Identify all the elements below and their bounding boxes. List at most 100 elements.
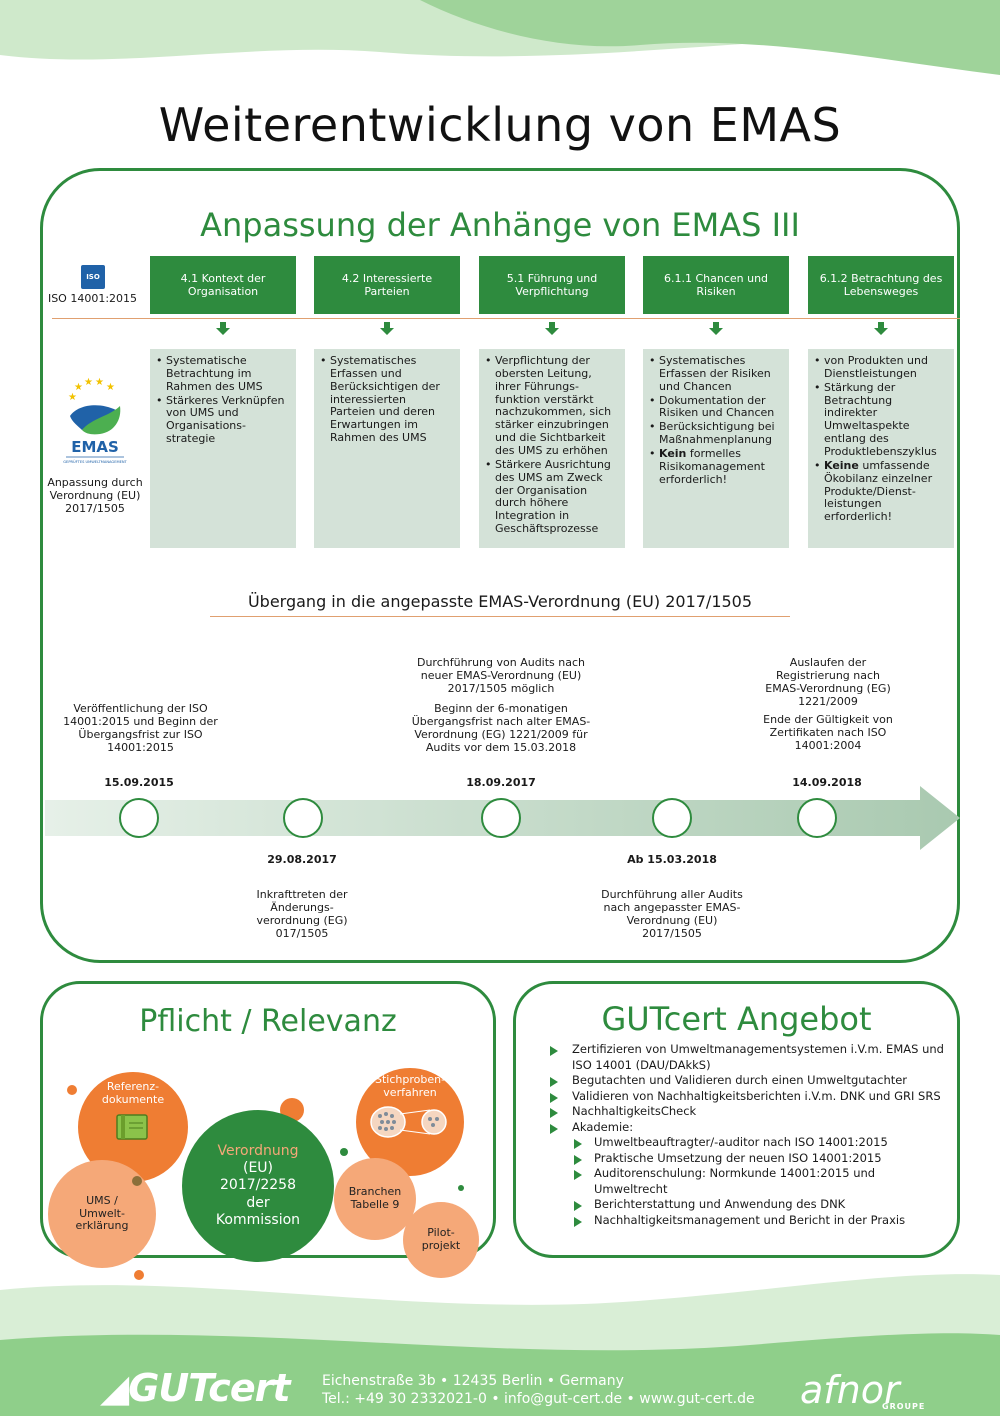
milestone-marker bbox=[652, 798, 692, 838]
arrow-down-icon bbox=[216, 322, 230, 335]
emas-adaptation-label: Anpassung durch Verordnung (EU) 2017/150… bbox=[47, 476, 143, 516]
list-item: Stärkere Ausrichtung des UMS am Zweck de… bbox=[483, 458, 619, 536]
gutcert-logo-mark: ◢ bbox=[100, 1366, 129, 1410]
decorative-dot bbox=[458, 1185, 464, 1191]
offer-title: GUTcert Angebot bbox=[601, 1000, 872, 1038]
milestone-date-aug-2017: 29.08.2017 bbox=[267, 853, 337, 866]
milestone-text-2017-b: Beginn der 6-monatigen Übergangsfrist na… bbox=[411, 702, 591, 754]
sampling-icon bbox=[370, 1105, 447, 1138]
list-item: Kein formelles Risikomanagement erforder… bbox=[647, 447, 783, 487]
bubble-label: Stichproben-verfahren bbox=[374, 1073, 446, 1099]
bubble-pilot: Pilot-projekt bbox=[403, 1202, 479, 1278]
offer-sub-item: Berichterstattung und Anwendung des DNK bbox=[548, 1197, 948, 1213]
regulation-label-first: Verordnung bbox=[217, 1143, 299, 1160]
list-item: Verpflichtung der obersten Leitung, ihre… bbox=[483, 354, 619, 458]
list-item: Stärkung der Betrachtung indirekter Umwe… bbox=[812, 381, 948, 459]
afnor-logo: afnor bbox=[800, 1368, 900, 1412]
regulation-label-rest: (EU) 2017/2258 der Kommission bbox=[215, 1160, 301, 1228]
offer-item: Akademie: bbox=[548, 1120, 948, 1136]
arrow-down-icon bbox=[874, 322, 888, 335]
offer-list: Zertifizieren von Umweltmanagementsystem… bbox=[548, 1042, 948, 1228]
bubble-branches: Branchen Tabelle 9 bbox=[334, 1158, 416, 1240]
list-item-text: umfassende Ökobilanz einzelner Produkte/… bbox=[824, 458, 933, 524]
topic-header-leadership: 5.1 Führung und Verpflichtung bbox=[479, 256, 625, 314]
list-item: Systematisches Erfassen und Berücksichti… bbox=[318, 354, 454, 445]
decorative-dot bbox=[134, 1270, 144, 1280]
offer-sub-item: Nachhaltigkeitsmanagement und Bericht in… bbox=[548, 1213, 948, 1229]
offer-sub-item: Umweltbeauftragter/-auditor nach ISO 140… bbox=[548, 1135, 948, 1151]
offer-sub-item: Auditorenschulung: Normkunde 14001:2015 … bbox=[548, 1166, 948, 1197]
iso-logo: ISO bbox=[81, 265, 105, 289]
milestone-text-2018-b: Ende der Gültigkeit von Zertifikaten nac… bbox=[763, 713, 893, 752]
svg-text:★: ★ bbox=[95, 377, 104, 388]
decorative-dot bbox=[132, 1176, 142, 1186]
topic-detail-lifecycle: von Produkten und Dienstleistungen Stärk… bbox=[808, 349, 954, 548]
gutcert-logo: ◢GUTcert bbox=[100, 1366, 291, 1410]
milestone-marker bbox=[119, 798, 159, 838]
topic-header-context: 4.1 Kontext der Organisation bbox=[150, 256, 296, 314]
emas-logo-subtext: GEPRÜFTES UMWELTMANAGEMENT bbox=[63, 459, 127, 464]
bubble-label: Pilot-projekt bbox=[421, 1226, 461, 1252]
page-title: Weiterentwicklung von EMAS bbox=[158, 98, 842, 152]
separator-line bbox=[52, 318, 960, 319]
bubble-label: Referenz-dokumente bbox=[101, 1080, 165, 1106]
list-item: Systematische Betrachtung im Rahmen des … bbox=[154, 354, 290, 394]
contact-line[interactable]: Tel.: +49 30 2332021-0 • info@gut-cert.d… bbox=[322, 1391, 755, 1408]
topic-detail-leadership: Verpflichtung der obersten Leitung, ihre… bbox=[479, 349, 625, 548]
milestone-marker bbox=[481, 798, 521, 838]
address-line: Eichenstraße 3b • 12435 Berlin • Germany bbox=[322, 1373, 624, 1389]
list-item: Dokumentation der Risiken und Chancen bbox=[647, 394, 783, 421]
milestone-text-2017-a: Durchführung von Audits nach neuer EMAS-… bbox=[416, 656, 586, 695]
milestone-date-2017: 18.09.2017 bbox=[466, 776, 536, 789]
topic-detail-parties: Systematisches Erfassen und Berücksichti… bbox=[314, 349, 460, 548]
svg-text:★: ★ bbox=[106, 382, 115, 393]
offer-panel bbox=[513, 981, 960, 1258]
list-item-text: formelles Risikomanagement erforderlich! bbox=[659, 447, 765, 486]
topic-detail-context: Systematische Betrachtung im Rahmen des … bbox=[150, 349, 296, 548]
offer-sub-item: Praktische Umsetzung der neuen ISO 14001… bbox=[548, 1151, 948, 1167]
milestone-date-2018: 14.09.2018 bbox=[792, 776, 862, 789]
footer-address: Eichenstraße 3b • 12435 Berlin • Germany… bbox=[322, 1372, 755, 1408]
milestone-marker bbox=[797, 798, 837, 838]
list-item: von Produkten und Dienstleistungen bbox=[812, 354, 948, 381]
arrow-down-icon bbox=[709, 322, 723, 335]
transition-title: Übergang in die angepasste EMAS-Verordnu… bbox=[247, 592, 753, 611]
milestone-text-aug-2017: Inkrafttreten der Änderungs-verordnung (… bbox=[256, 888, 348, 940]
separator-line bbox=[210, 616, 790, 617]
offer-item: Begutachten und Validieren durch einen U… bbox=[548, 1073, 948, 1089]
svg-text:★: ★ bbox=[68, 392, 77, 403]
obligation-title: Pflicht / Relevanz bbox=[139, 1004, 397, 1039]
bubble-label: UMS / Umwelt-erklärung bbox=[75, 1194, 129, 1233]
gutcert-logo-text: GUTcert bbox=[128, 1366, 290, 1410]
list-item: Keine umfassende Ökobilanz einzelner Pro… bbox=[812, 458, 948, 524]
offer-item: Validieren von Nachhaltigkeitsberichten … bbox=[548, 1089, 948, 1105]
list-item: Systematisches Erfassen der Risiken und … bbox=[647, 354, 783, 394]
milestone-date-2015: 15.09.2015 bbox=[104, 776, 174, 789]
decorative-dot bbox=[67, 1085, 77, 1095]
list-item: Stärkeres Verknüpfen von UMS und Organis… bbox=[154, 394, 290, 446]
milestone-marker bbox=[283, 798, 323, 838]
milestone-text-2015: Veröffentlichung der ISO 14001:2015 und … bbox=[63, 702, 218, 754]
milestone-date-mar-2018: Ab 15.03.2018 bbox=[627, 853, 717, 866]
iso-label: ISO 14001:2015 bbox=[47, 292, 138, 305]
emphasis: Kein bbox=[659, 447, 687, 461]
topic-header-lifecycle: 6.1.2 Betrachtung des Lebensweges bbox=[808, 256, 954, 314]
annex-subtitle: Anpassung der Anhänge von EMAS III bbox=[200, 206, 800, 244]
topic-header-risks: 6.1.1 Chancen und Risiken bbox=[643, 256, 789, 314]
bubble-label: Branchen Tabelle 9 bbox=[348, 1185, 402, 1211]
svg-text:★: ★ bbox=[84, 377, 93, 388]
arrow-down-icon bbox=[545, 322, 559, 335]
topic-detail-risks: Systematisches Erfassen der Risiken und … bbox=[643, 349, 789, 548]
bubble-ums: UMS / Umwelt-erklärung bbox=[48, 1160, 156, 1268]
bubble-regulation: Verordnung (EU) 2017/2258 der Kommission bbox=[182, 1110, 334, 1262]
offer-item: NachhaltigkeitsCheck bbox=[548, 1104, 948, 1120]
arrow-down-icon bbox=[380, 322, 394, 335]
emas-logo-text: EMAS bbox=[71, 438, 119, 456]
offer-item: Zertifizieren von Umweltmanagementsystem… bbox=[548, 1042, 948, 1073]
emas-logo: ★ ★ ★ ★ ★ EMAS GEPRÜFTES UMWELTMANAGEMEN… bbox=[63, 377, 127, 464]
book-icon bbox=[116, 1113, 148, 1140]
afnor-groupe-label: GROUPE bbox=[882, 1402, 926, 1411]
milestone-text-mar-2018: Durchführung aller Audits nach angepasst… bbox=[601, 888, 743, 940]
topic-header-parties: 4.2 Interessierte Parteien bbox=[314, 256, 460, 314]
